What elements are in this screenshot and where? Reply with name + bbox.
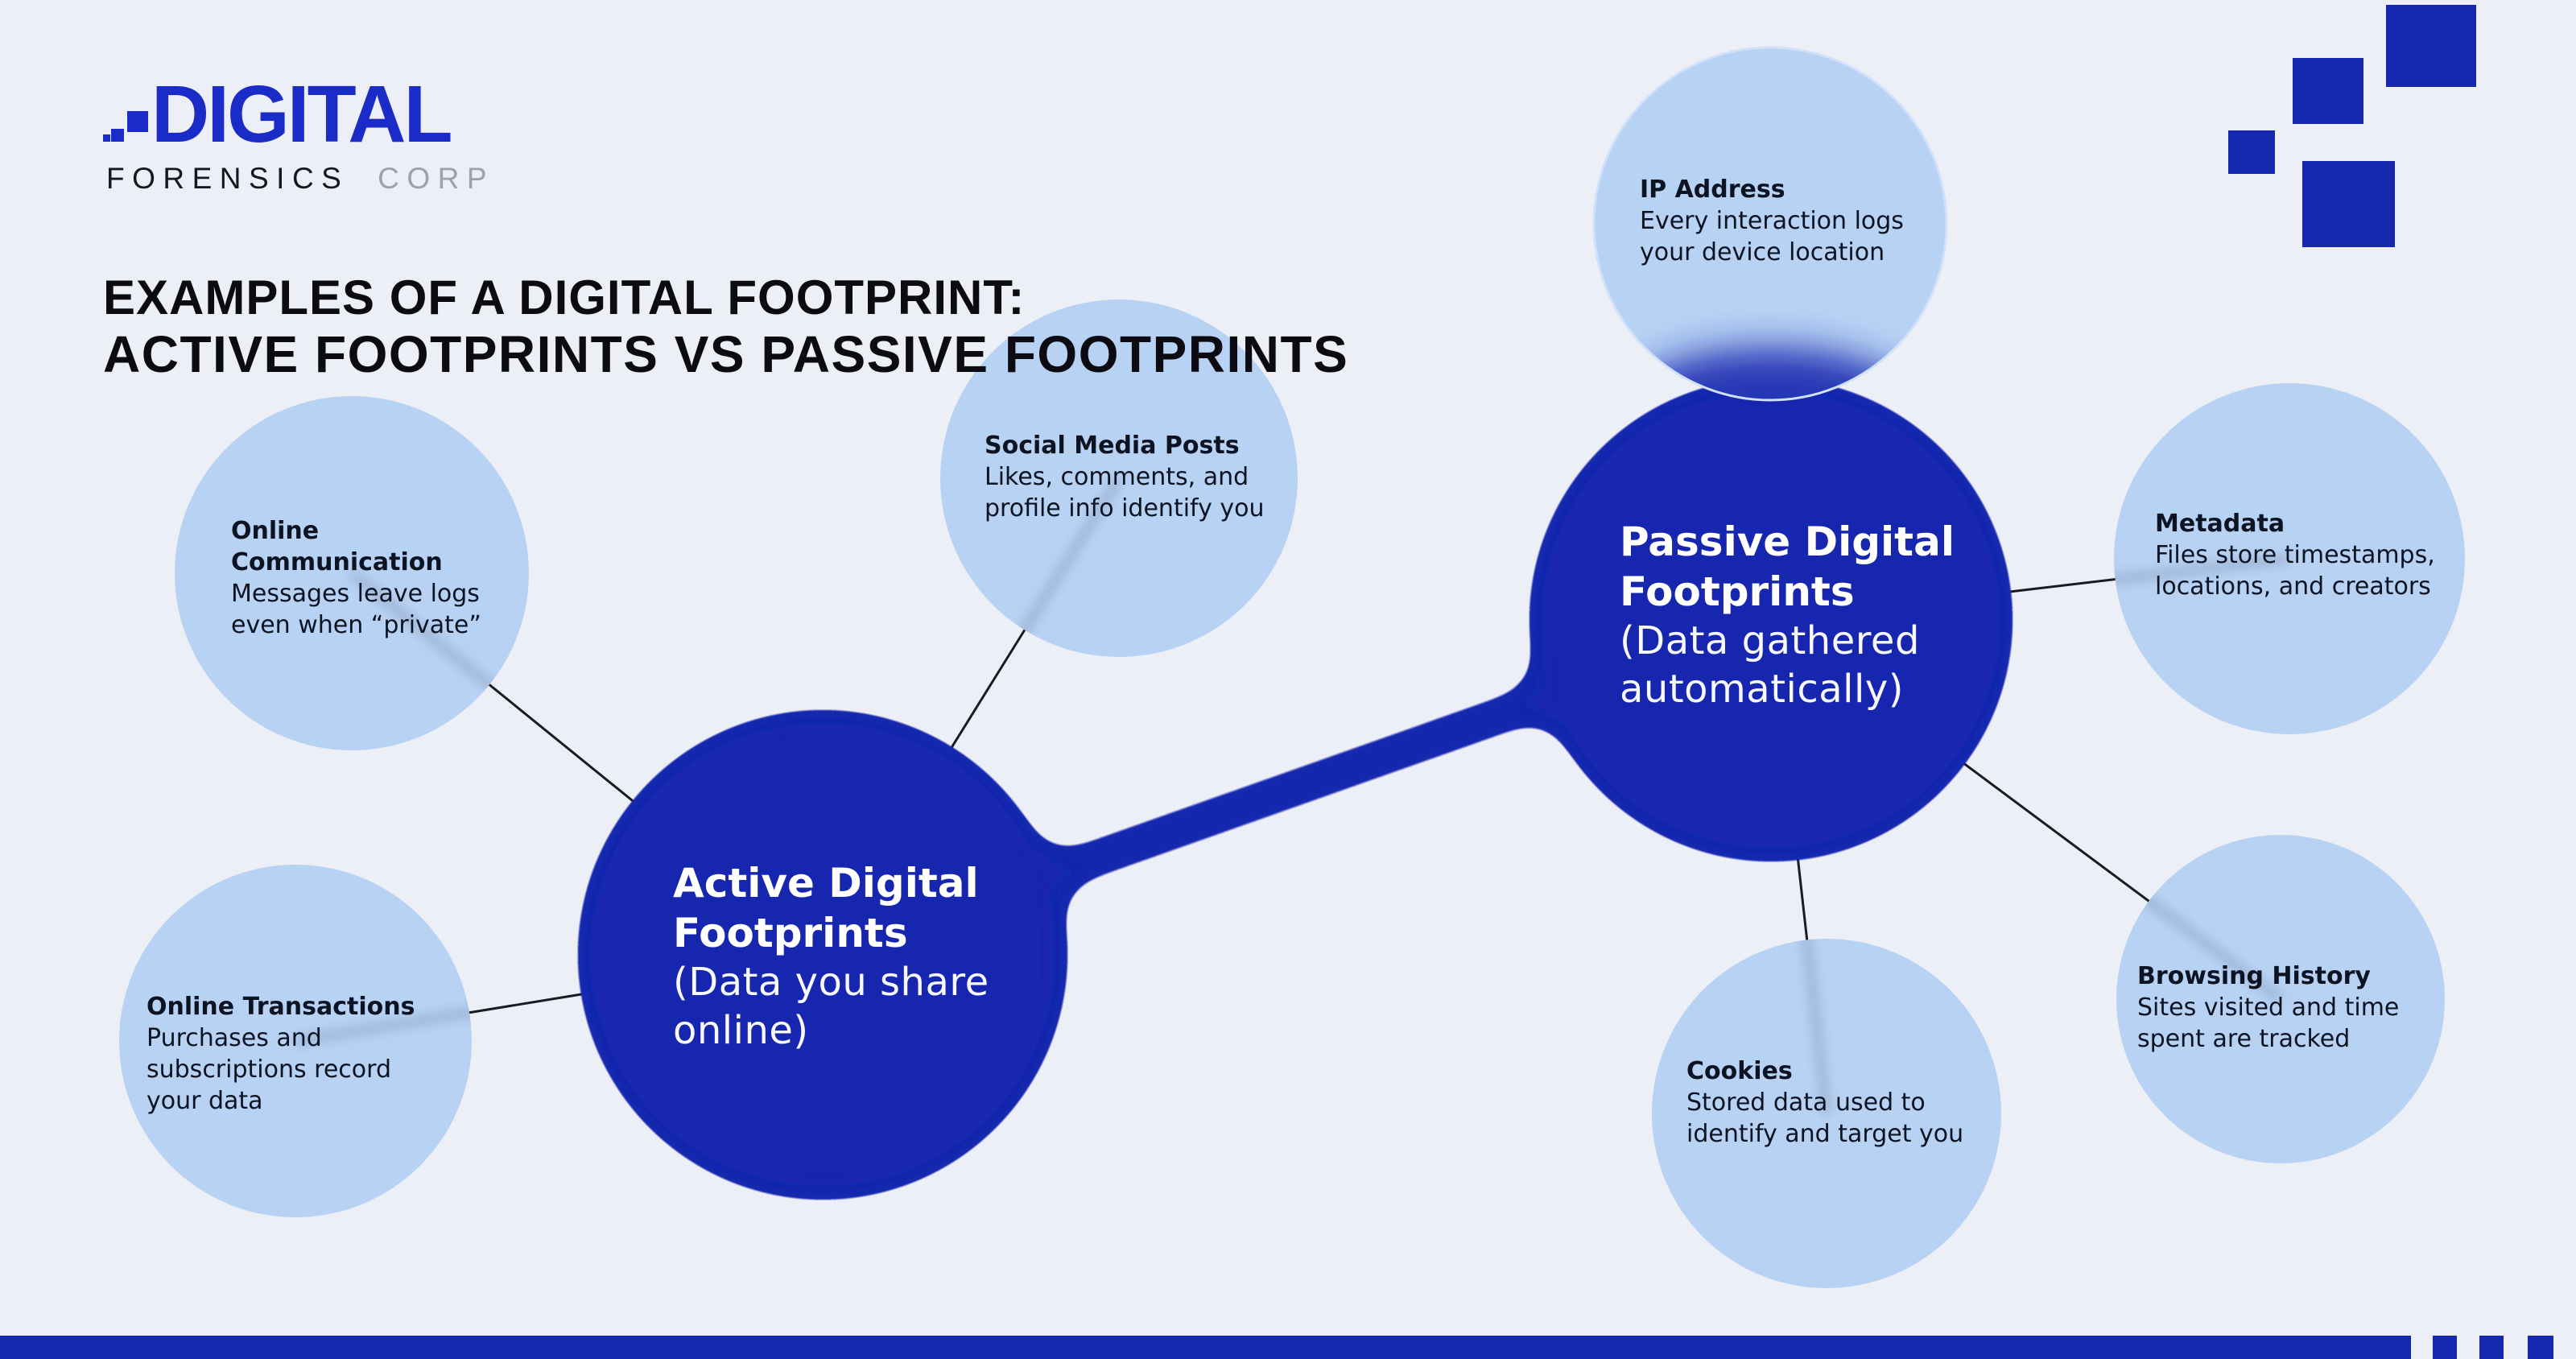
logo-pixel (103, 134, 110, 142)
footer-bar-main (0, 1336, 2411, 1359)
footer-bar-dash (2479, 1336, 2504, 1359)
satellite-title: Online Transactions (147, 993, 415, 1021)
satellite-title: IP Address (1640, 176, 1785, 204)
logo-corp-text: CORP (378, 162, 495, 195)
pixel-square-medium (2293, 58, 2363, 124)
circle-ip-address (1593, 47, 1947, 401)
satellite-title: Metadata (2155, 510, 2285, 538)
satellite-label-ip-address: IP Address Every interaction logs your d… (1640, 174, 1942, 268)
logo-pixel-icon (103, 76, 150, 156)
page-title: EXAMPLES OF A DIGITAL FOOTPRINT: ACTIVE … (103, 271, 1348, 383)
satellite-title: Social Media Posts (985, 432, 1240, 460)
pixel-square-small (2228, 130, 2275, 174)
pixel-square-large (2386, 5, 2476, 87)
logo: DIGITAL FORENSICS CORP (103, 69, 494, 195)
hub-group (578, 378, 2013, 1200)
hub-label-active: Active Digital Footprints (Data you shar… (673, 858, 1051, 1055)
page-title-line2: ACTIVE FOOTPRINTS VS PASSIVE FOOTPRINTS (103, 325, 1349, 383)
satellite-title: Online Communication (231, 517, 443, 576)
satellite-body: Sites visited and time spent are tracked (2137, 993, 2400, 1053)
logo-brand-text: DIGITAL (151, 69, 453, 159)
hub-label-passive: Passive Digital Footprints (Data gathere… (1620, 517, 2006, 713)
satellite-label-social-media-posts: Social Media Posts Likes, comments, and … (985, 430, 1292, 524)
page-title-line1: EXAMPLES OF A DIGITAL FOOTPRINT: (103, 271, 1026, 324)
hub-subtitle: (Data gathered automatically) (1620, 618, 1920, 712)
ip-circle-rim (1592, 46, 1948, 402)
footer-bar-dash (2433, 1336, 2457, 1359)
satellite-label-online-transactions: Online Transactions Purchases and subscr… (147, 991, 422, 1117)
satellite-label-browsing-history: Browsing History Sites visited and time … (2137, 960, 2429, 1055)
satellite-title: Browsing History (2137, 962, 2371, 990)
logo-pixel (111, 129, 124, 142)
satellite-body: Stored data used to identify and target … (1686, 1088, 1964, 1148)
satellite-body: Purchases and subscriptions record your … (147, 1024, 391, 1115)
footer-bar (0, 1336, 2553, 1359)
satellite-body: Every interaction logs your device locat… (1640, 207, 1904, 266)
logo-pixel (127, 111, 148, 132)
pixel-squares (2228, 5, 2476, 247)
hub-title: Active Digital Footprints (673, 860, 979, 956)
satellite-body: Messages leave logs even when “private” (231, 580, 481, 639)
satellite-body: Files store timestamps, locations, and c… (2155, 541, 2435, 601)
satellite-body: Likes, comments, and profile info identi… (985, 463, 1265, 523)
hub-title: Passive Digital Footprints (1620, 518, 1955, 615)
logo-forensics-text: FORENSICS (106, 162, 349, 195)
logo-subtitle: FORENSICS CORP (106, 163, 494, 195)
hub-connector (804, 601, 1790, 973)
ip-address-circle-group (1592, 46, 1948, 402)
satellite-label-cookies: Cookies Stored data used to identify and… (1686, 1055, 2002, 1150)
footer-bar-dash (2528, 1336, 2553, 1359)
satellite-label-metadata: Metadata Files store timestamps, locatio… (2155, 508, 2471, 602)
pixel-square-medium-2 (2302, 161, 2395, 247)
satellite-title: Cookies (1686, 1057, 1793, 1085)
satellite-label-online-communication: Online Communication Messages leave logs… (231, 515, 505, 641)
hub-subtitle: (Data you share online) (673, 960, 989, 1053)
